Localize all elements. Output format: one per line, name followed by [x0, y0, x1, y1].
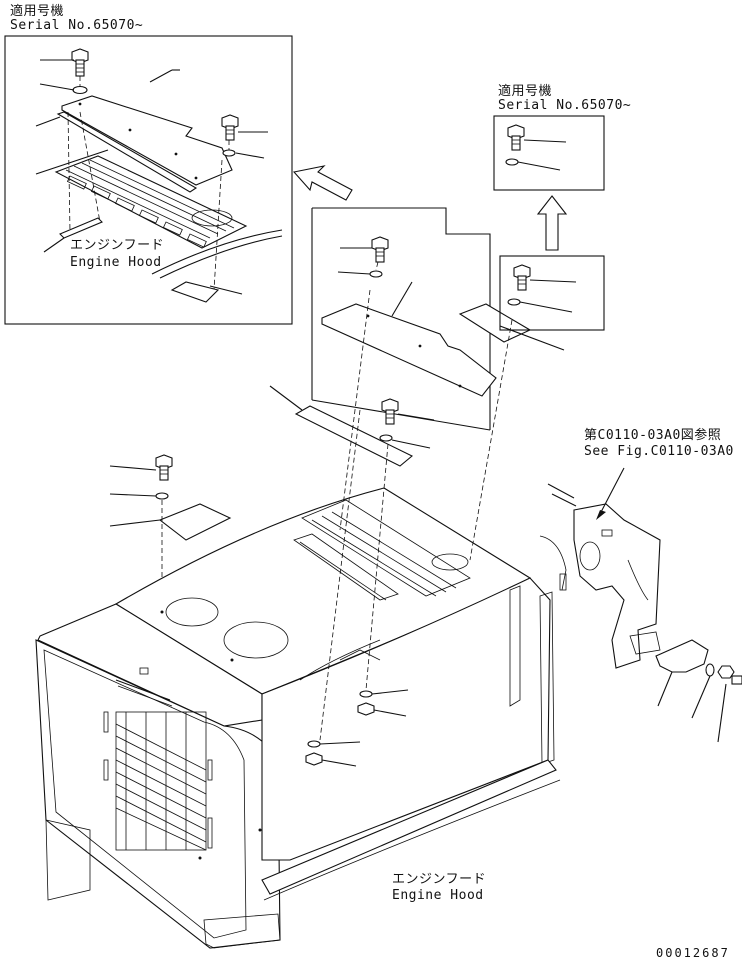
bolt-icon	[71, 48, 89, 77]
latch-plate	[655, 639, 709, 673]
bracket-assembly	[539, 483, 661, 669]
nut-icon-2	[305, 752, 323, 766]
washer-icon-2	[222, 149, 236, 157]
washer-icon-6	[379, 434, 393, 442]
top-hole-1	[165, 597, 219, 627]
washer-icon-3	[505, 158, 519, 166]
louver-grille	[115, 711, 207, 851]
serial-label-jp-1: 適用号機	[10, 4, 65, 19]
middle-cover-plate	[321, 303, 497, 397]
bracket-small	[59, 217, 103, 239]
see-fig-label-jp: 第C0110-03A0図参照	[584, 428, 722, 443]
middle-box	[312, 207, 491, 430]
inset-box-left	[4, 35, 293, 325]
serial-label-en-1: Serial No.65070~	[10, 18, 144, 33]
engine-hood-label-en-inset: Engine Hood	[70, 255, 162, 270]
washer-icon-5	[507, 298, 521, 306]
cover-plate	[61, 95, 233, 186]
bolt-icon-2	[221, 114, 239, 141]
arrow-upleft-icon	[292, 165, 353, 201]
washer-icon-4	[369, 270, 383, 278]
bottom-bracket	[170, 281, 220, 303]
washer-icon-10	[705, 663, 715, 677]
serial-label-en-2: Serial No.65070~	[498, 98, 632, 113]
long-strip	[294, 405, 414, 467]
bolt-icon-7	[155, 454, 173, 481]
top-hole-2	[223, 621, 289, 659]
serial-label-jp-2: 適用号機	[498, 84, 553, 99]
washer-icon-7	[155, 492, 169, 500]
engine-hood-body	[35, 487, 561, 949]
see-fig-label-en: See Fig.C0110-03A0	[584, 444, 734, 459]
inset-box-right	[493, 115, 605, 191]
grille-panel	[54, 155, 248, 249]
bolt-icon-8	[717, 665, 742, 685]
small-plate	[458, 303, 532, 343]
bolt-icon-6	[381, 398, 399, 425]
top-grille	[293, 499, 471, 601]
gasket-strip	[56, 111, 198, 193]
washer-icon	[72, 85, 88, 95]
access-cover	[158, 503, 232, 541]
nut-icon	[357, 702, 375, 716]
washer-icon-9	[307, 740, 321, 748]
drawing-number: 00012687	[656, 946, 730, 960]
bolt-icon-5	[513, 264, 531, 291]
engine-hood-label-jp-main: エンジンフード	[392, 872, 487, 887]
washer-icon-8	[359, 690, 373, 698]
bolt-box-right	[499, 255, 605, 331]
bolt-icon-3	[507, 124, 525, 151]
engine-hood-label-jp-inset: エンジンフード	[70, 238, 165, 253]
top-hole-3	[431, 553, 469, 571]
bolt-icon-4	[371, 236, 389, 263]
arrow-up-icon	[536, 195, 568, 251]
engine-hood-label-en-main: Engine Hood	[392, 888, 484, 903]
